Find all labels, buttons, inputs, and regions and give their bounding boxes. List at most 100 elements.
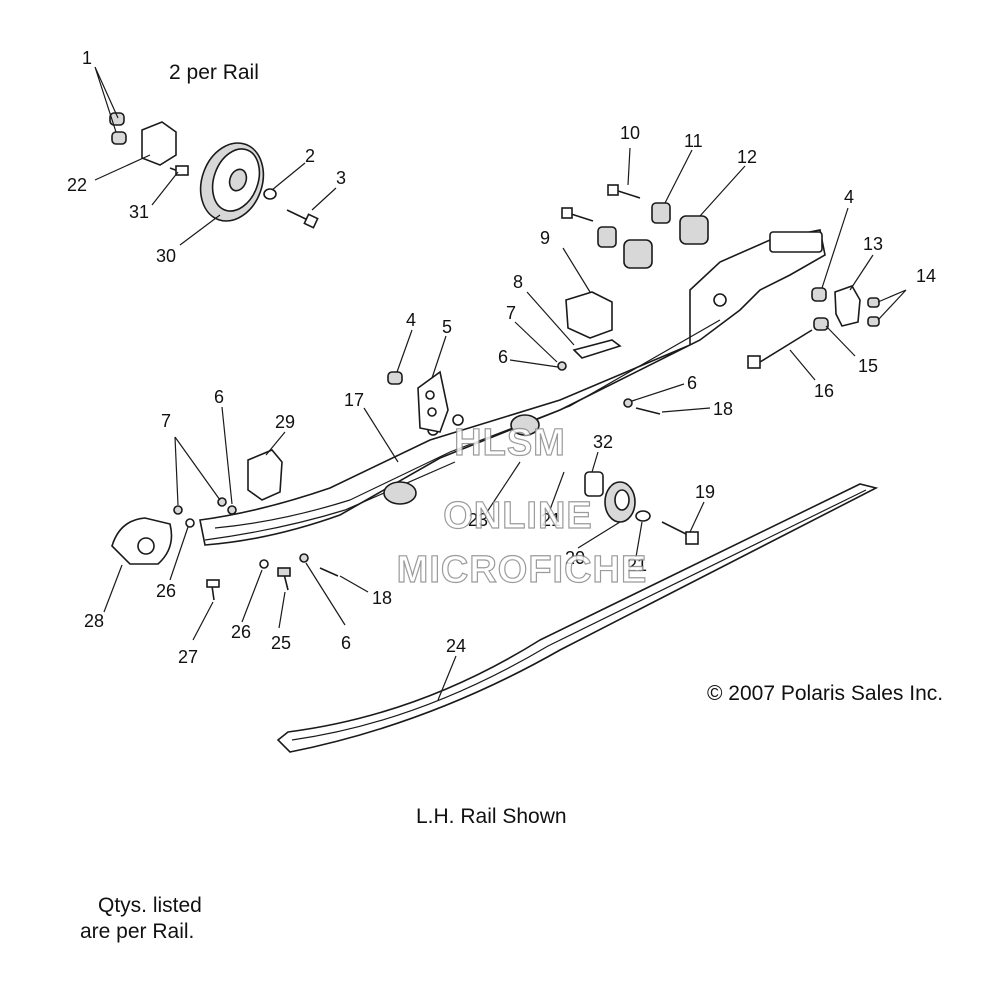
bolt-31-head [175, 165, 189, 176]
spacer-12b [623, 239, 653, 269]
copyright-note: © 2007 Polaris Sales Inc. [707, 682, 943, 705]
bolt-18b [319, 567, 339, 577]
callout-6-mid: 6 [687, 373, 697, 393]
callout-2: 2 [305, 146, 315, 166]
washer-26b [259, 559, 269, 569]
callout-13: 13 [863, 234, 883, 254]
idler-wheel-group [109, 112, 319, 229]
rail-boss-mid [510, 414, 540, 436]
callout-4-rear: 4 [844, 187, 854, 207]
rail-hole-a [713, 293, 727, 307]
callout-15: 15 [858, 356, 878, 376]
callout-28: 28 [84, 611, 104, 631]
callout-1: 1 [82, 48, 92, 68]
screw-14b [867, 316, 880, 327]
bolt-19-head [685, 531, 699, 545]
watermark-line3: MICROFICHE [397, 549, 648, 591]
callout-6-upper: 6 [498, 347, 508, 367]
callout-23: 23 [468, 510, 488, 530]
bracket-8 [572, 339, 622, 359]
bushing-11 [651, 202, 671, 224]
nut-1a [109, 112, 125, 126]
hyfax-slide-24 [276, 483, 879, 753]
stop-block-9 [565, 291, 613, 339]
callout-3: 3 [336, 168, 346, 188]
nut-4b [387, 371, 403, 385]
callout-10: 10 [620, 123, 640, 143]
callout-12: 12 [737, 147, 757, 167]
slide-inner-edge [291, 489, 867, 741]
rail-slot-rear [769, 231, 823, 253]
spacer-group [561, 184, 709, 269]
screw-14a [867, 297, 880, 308]
idler-bracket [141, 121, 177, 166]
rail-upper-edge [214, 319, 721, 529]
washer-21b [635, 510, 651, 522]
callout-20: 20 [565, 548, 585, 568]
bracket-13 [834, 285, 861, 327]
callout-26-left: 26 [156, 581, 176, 601]
bolt-10 [614, 189, 641, 199]
callout-29: 29 [275, 412, 295, 432]
bolt-10b-head [561, 207, 573, 219]
callout-24: 24 [446, 636, 466, 656]
callout-11: 11 [684, 131, 703, 151]
stop-block-29 [247, 449, 283, 501]
nut-4a [811, 287, 827, 302]
washer-6d [299, 553, 309, 563]
leader-lines [94, 66, 907, 701]
callout-16: 16 [814, 381, 834, 401]
callout-8: 8 [513, 272, 523, 292]
callout-30: 30 [156, 246, 176, 266]
callout-19: 19 [695, 482, 715, 502]
rail-assembly-17 [199, 229, 826, 546]
callout-6-lower: 6 [341, 633, 351, 653]
callout-22: 22 [67, 175, 87, 195]
bolt-16-head [747, 355, 761, 369]
rail-body [199, 229, 826, 546]
nut-15 [813, 317, 829, 331]
rail-hole-b [452, 414, 464, 426]
callout-17: 17 [344, 390, 364, 410]
callout-5: 5 [442, 317, 452, 337]
callout-25: 25 [271, 633, 291, 653]
mount-plate-5 [417, 370, 449, 433]
callout-31: 31 [129, 202, 149, 222]
callout-9: 9 [540, 228, 550, 248]
callout-18-front: 18 [372, 588, 392, 608]
note-qty-line1: Qtys. listed [98, 894, 202, 917]
washer-7a [557, 361, 567, 371]
idler-wheel-hub [228, 168, 248, 192]
bushing-11b [597, 226, 617, 248]
bolt-10-head [607, 184, 619, 196]
callout-26-right: 26 [231, 622, 251, 642]
plate-hole-b [427, 407, 437, 417]
bolt-3-head [303, 213, 319, 229]
callout-4-front: 4 [406, 310, 416, 330]
callout-6-front: 6 [214, 387, 224, 407]
note-qty-line2: are per Rail. [80, 920, 194, 943]
callout-21-right: 21 [627, 555, 647, 575]
rail-tip-hole [137, 537, 155, 555]
washer-7b-b [173, 505, 183, 515]
washer-6b [623, 398, 633, 408]
rivet-27 [211, 585, 215, 601]
bolt-18a [635, 407, 661, 415]
plate-hole-a [425, 390, 435, 400]
callout-7-upper: 7 [506, 303, 516, 323]
note-per-rail: 2 per Rail [169, 61, 259, 84]
nut-1b [111, 131, 127, 145]
wheel-20-hub [614, 489, 630, 511]
callout-27: 27 [178, 647, 198, 667]
note-rail-shown: L.H. Rail Shown [416, 805, 567, 828]
spacer-32 [584, 471, 604, 497]
callout-14: 14 [916, 266, 936, 286]
washer-6a [227, 505, 237, 515]
callout-7-front: 7 [161, 411, 171, 431]
screw-25-head [277, 567, 291, 577]
rivet-27-head [206, 579, 220, 588]
watermark-line2: ONLINE [443, 495, 593, 537]
rail-boss-front [383, 481, 417, 505]
